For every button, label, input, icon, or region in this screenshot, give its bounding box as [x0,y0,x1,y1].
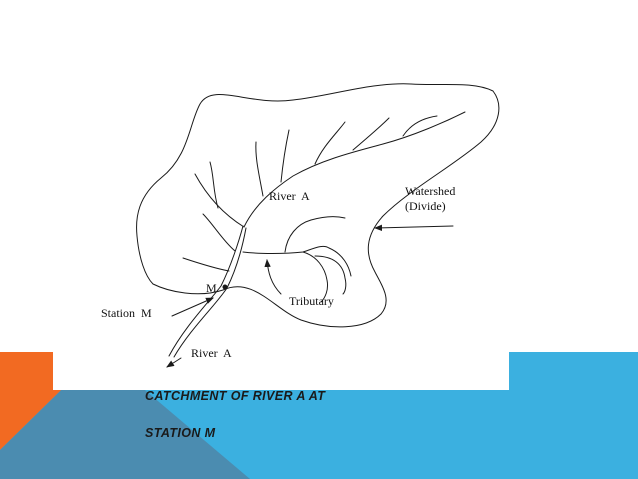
caption-line-2: STATION M [145,426,216,440]
label-divide: (Divide) [405,199,446,213]
steel-blue-triangle [0,352,250,479]
label-river-top: River A [269,189,310,203]
caption-line-1: CATCHMENT OF RIVER A AT [145,389,326,403]
tributary-branch [182,257,230,272]
label-river-bottom: River A [191,346,232,360]
tributary-arrow [264,259,282,295]
label-point-m: M [206,281,217,295]
tributary-branch [284,216,346,253]
tributary-branch [328,247,352,277]
catchment-diagram [136,83,500,368]
label-tributary: Tributary [289,294,334,308]
label-station: Station M [101,306,152,320]
tributary-branch [209,161,219,209]
watershed-boundary [136,83,500,328]
tributary-branch [280,129,290,183]
station-point [222,284,228,290]
tributary-branch [194,173,245,228]
tributary-branch [302,251,328,303]
catchment-figure: River A Watershed (Divide) M Tributary S… [53,76,509,390]
tributary-branch [314,121,346,165]
station-arrow [171,297,214,317]
river-arrow [166,357,182,368]
label-watershed: Watershed [405,184,456,198]
river-channel-left [168,225,244,357]
tributary-branch [314,255,347,295]
tributary-branch [255,141,264,197]
watershed-arrow [374,224,454,232]
tributary-branch [202,213,236,252]
tributary-branch [352,117,390,151]
tributary-branch [402,115,438,137]
river-main-stem [243,111,466,228]
